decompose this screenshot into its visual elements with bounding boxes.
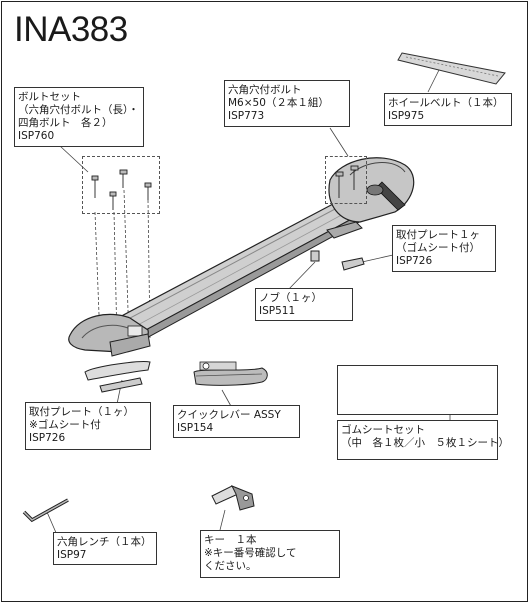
hex-bolt-label-box: 六角穴付ボルト M6×50（２本１組） ISP773: [224, 80, 350, 127]
key-name: キー １本: [204, 534, 257, 546]
quick-lever-name: クイックレバー ASSY: [177, 409, 281, 421]
bar-body-illustration: [68, 157, 415, 353]
hex-wrench-illustration: [22, 498, 69, 523]
mount-plate-right-label-box: 取付プレート１ヶ （ゴムシート付） ISP726: [392, 225, 496, 272]
quick-lever-illustration: [193, 361, 268, 386]
key-label-box: キー １本 ※キー番号確認して ください。: [200, 530, 340, 578]
hex-bolt-illustration: [335, 165, 359, 198]
bolt-set-code: ISP760: [18, 130, 55, 142]
hex-bolt-dashed-box: [325, 156, 367, 204]
knob-illustration: [310, 250, 320, 262]
bolt-set-desc2: 四角ボルト 各２）: [18, 117, 113, 129]
rubber-sheet-desc: （中 各１枚／小 ５枚１シート）: [341, 437, 509, 449]
hex-bolt-spec: M6×50（２本１組）: [228, 97, 329, 109]
rubber-sheet-label-box: ゴムシートセット （中 各１枚／小 ５枚１シート）: [337, 420, 509, 460]
rubber-sheet-display-box: [337, 365, 498, 415]
knob-code: ISP511: [259, 305, 296, 317]
mount-plate-left-name: 取付プレート（１ヶ）: [29, 406, 134, 418]
key-note1: ※キー番号確認して: [204, 547, 297, 559]
key-note2: ください。: [204, 560, 257, 572]
hex-bolt-name: 六角穴付ボルト: [228, 84, 302, 96]
wheel-belt-name: ホイールベルト（１本）: [388, 97, 504, 109]
bolt-set-name: ボルトセット: [18, 91, 81, 103]
product-code-title: INA383: [14, 10, 128, 49]
hex-bolt-code: ISP773: [228, 110, 265, 122]
knob-name: ノブ（１ヶ）: [259, 292, 322, 304]
wheel-belt-code: ISP975: [388, 110, 425, 122]
hex-wrench-label-box: 六角レンチ（１本） ISP97: [53, 532, 157, 565]
mount-plate-left-code: ISP726: [29, 432, 66, 444]
mount-plate-left-desc: ※ゴムシート付: [29, 419, 101, 431]
hex-wrench-code: ISP97: [57, 549, 87, 561]
mount-plate-right-illustration: [326, 221, 365, 271]
bolt-set-dashed-box: [82, 156, 160, 214]
rubber-sheet-name: ゴムシートセット: [341, 424, 425, 436]
mount-plate-left-illustration: [84, 333, 151, 393]
hex-wrench-name: 六角レンチ（１本）: [57, 536, 152, 548]
mount-plate-right-name: 取付プレート１ヶ: [396, 229, 480, 241]
quick-lever-code: ISP154: [177, 422, 214, 434]
wheel-belt-illustration: [397, 52, 506, 85]
bolt-set-desc1: （六角穴付ボルト（長）・: [18, 104, 139, 116]
wheel-belt-label-box: ホイールベルト（１本） ISP975: [384, 93, 512, 126]
quick-lever-label-box: クイックレバー ASSY ISP154: [173, 405, 300, 438]
bolt-set-illustration: [91, 169, 152, 210]
key-illustration: [211, 485, 255, 511]
mount-plate-right-desc: （ゴムシート付）: [396, 242, 480, 254]
mount-plate-right-code: ISP726: [396, 255, 433, 267]
bolt-set-label-box: ボルトセット （六角穴付ボルト（長）・ 四角ボルト 各２） ISP760: [14, 87, 144, 147]
mount-plate-left-label-box: 取付プレート（１ヶ） ※ゴムシート付 ISP726: [25, 402, 151, 450]
knob-label-box: ノブ（１ヶ） ISP511: [255, 288, 353, 321]
